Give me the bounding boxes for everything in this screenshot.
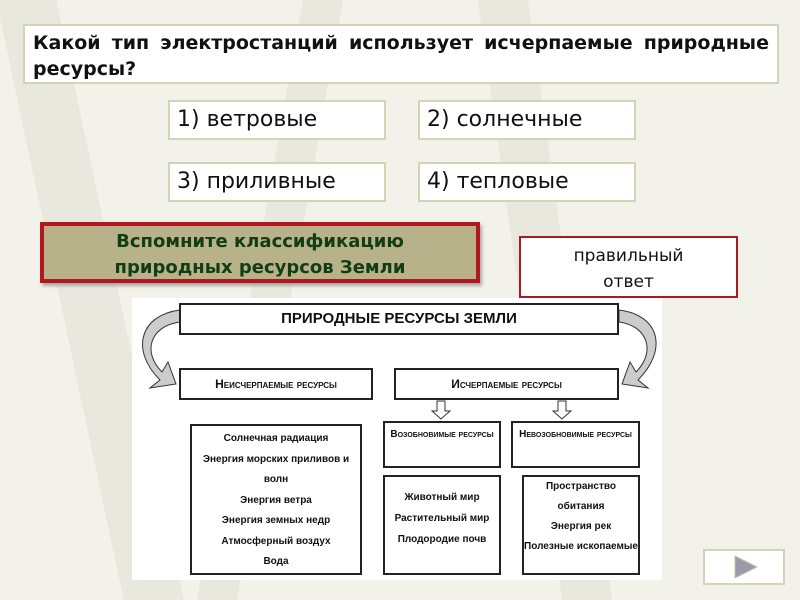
list-item: Вода [263,556,289,567]
correct-answer-button[interactable]: правильный ответ [519,236,738,298]
question-text: Какой тип электростанций использует исче… [23,24,779,84]
list-item: Атмосферный воздух [221,535,331,547]
answer-option-3[interactable]: 3) приливные [168,162,386,202]
down-arrow-icon [551,400,573,420]
answer-option-1[interactable]: 1) ветровые [168,100,386,140]
answer-option-4[interactable]: 4) тепловые [418,162,636,202]
hint-box: Вспомните классификацию природных ресурс… [40,222,480,283]
list-item: Энергия земных недр [221,515,331,526]
list-item: Энергия ветра [240,494,312,506]
play-next-icon [734,555,759,579]
renewable-list: Животный мир Растительный мир Плодородие… [383,475,501,575]
list-item: Солнечная радиация [223,433,329,444]
curved-arrow-right-icon [618,309,657,389]
hint-line-1: Вспомните классификацию [116,231,404,252]
diagram-title: ПРИРОДНЫЕ РЕСУРСЫ ЗЕМЛИ [179,303,619,335]
exhaustible-box: Исчерпаемые ресурсы [394,368,619,400]
hint-line-2: природных ресурсов Земли [114,257,406,278]
nonrenewable-list: Пространство обитания Энергия рек Полезн… [522,475,640,575]
list-item: Энергия рек [550,521,612,532]
down-arrow-icon [430,400,452,420]
list-item: Пространство обитания [545,481,617,512]
correct-answer-line-2: ответ [603,272,654,292]
inexhaustible-list: Солнечная радиация Энергия морских прили… [190,424,362,575]
curved-arrow-left-icon [142,309,181,389]
list-item: Животный мир [404,492,480,503]
renewable-box: Возобновимые ресурсы [383,421,501,468]
list-item: Полезные ископаемые [524,541,638,552]
list-item: Растительный мир [394,513,490,524]
list-item: Плодородие почв [397,534,487,545]
nonrenewable-box: Невозобновимые ресурсы [511,421,640,468]
next-slide-button[interactable] [703,549,785,585]
correct-answer-line-1: правильный [573,246,684,266]
list-item: Энергия морских приливов и волн [202,453,350,486]
inexhaustible-box: Неисчерпаемые ресурсы [179,368,373,400]
answer-option-2[interactable]: 2) солнечные [418,100,636,140]
